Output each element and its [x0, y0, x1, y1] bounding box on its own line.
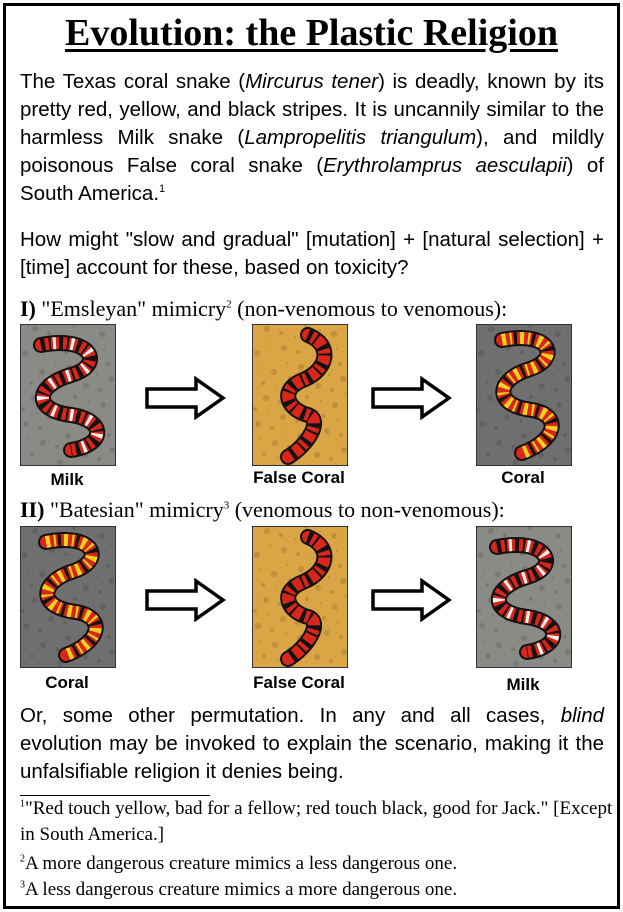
- footnote-2: 2A more dangerous creature mimics a less…: [20, 853, 458, 874]
- caption-coral: Coral: [501, 468, 545, 487]
- scientific-name-false-coral: Erythrolamprus aesculapii: [323, 154, 567, 177]
- footnote-ref: 1: [159, 183, 166, 196]
- coral-snake-image: [476, 324, 572, 466]
- right-arrow-icon: [370, 578, 452, 622]
- caption-coral: Coral: [45, 673, 89, 692]
- page-title: Evolution: the Plastic Religion: [65, 12, 558, 54]
- caption-false-coral: False Coral: [253, 673, 345, 692]
- footnote-3: 3A less dangerous creature mimics a more…: [20, 879, 458, 900]
- section-emsleyan-heading: I) "Emsleyan" mimicry2 (non-venomous to …: [20, 296, 508, 321]
- footnote-divider: [20, 795, 210, 796]
- coral-snake-image: [20, 526, 116, 668]
- caption-false-coral: False Coral: [253, 468, 345, 487]
- scientific-name-milk: Lampropelitis triangulum: [244, 126, 477, 149]
- intro-paragraph: The Texas coral snake (Mircurus tener) i…: [20, 70, 604, 205]
- milk-snake-image: [476, 526, 572, 668]
- right-arrow-icon: [144, 376, 226, 420]
- poster-frame: Evolution: the Plastic Religion The Texa…: [3, 3, 620, 909]
- false-coral-snake-image: [252, 324, 348, 466]
- scientific-name-coral: Mircurus tener: [245, 70, 379, 93]
- right-arrow-icon: [144, 578, 226, 622]
- right-arrow-icon: [370, 376, 452, 420]
- caption-milk: Milk: [506, 675, 540, 694]
- conclusion-paragraph: Or, some other permutation. In any and a…: [20, 704, 604, 783]
- caption-milk: Milk: [50, 470, 84, 489]
- footnote-1: 1"Red touch yellow, bad for a fellow; re…: [20, 798, 613, 845]
- milk-snake-image: [20, 324, 116, 466]
- question-paragraph: How might "slow and gradual" [mutation] …: [20, 228, 604, 279]
- false-coral-snake-image: [252, 526, 348, 668]
- section-batesian-heading: II) "Batesian" mimicry3 (venomous to non…: [20, 497, 505, 522]
